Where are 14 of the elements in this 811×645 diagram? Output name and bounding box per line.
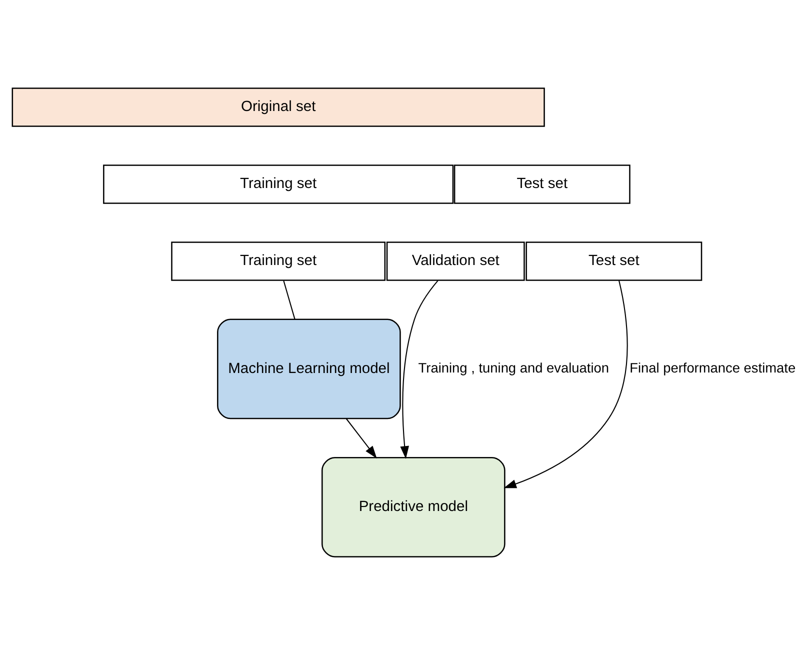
- arrow: [400, 280, 438, 459]
- node-box: Original set: [12, 88, 545, 127]
- arrow: [346, 418, 377, 458]
- node-box: Training set: [103, 164, 454, 204]
- node-box: Validation set: [386, 242, 525, 281]
- node-box: Test set: [526, 242, 702, 281]
- edge-label: Final performance estimate: [630, 360, 796, 376]
- node-box: Test set: [454, 164, 630, 204]
- node-box: Predictive model: [322, 456, 506, 558]
- arrow: [504, 280, 628, 488]
- connector: [283, 280, 296, 320]
- edge-label: Training , tuning and evaluation: [418, 360, 610, 376]
- node-box: Training set: [171, 242, 386, 281]
- node-box: Machine Learning model: [217, 318, 401, 420]
